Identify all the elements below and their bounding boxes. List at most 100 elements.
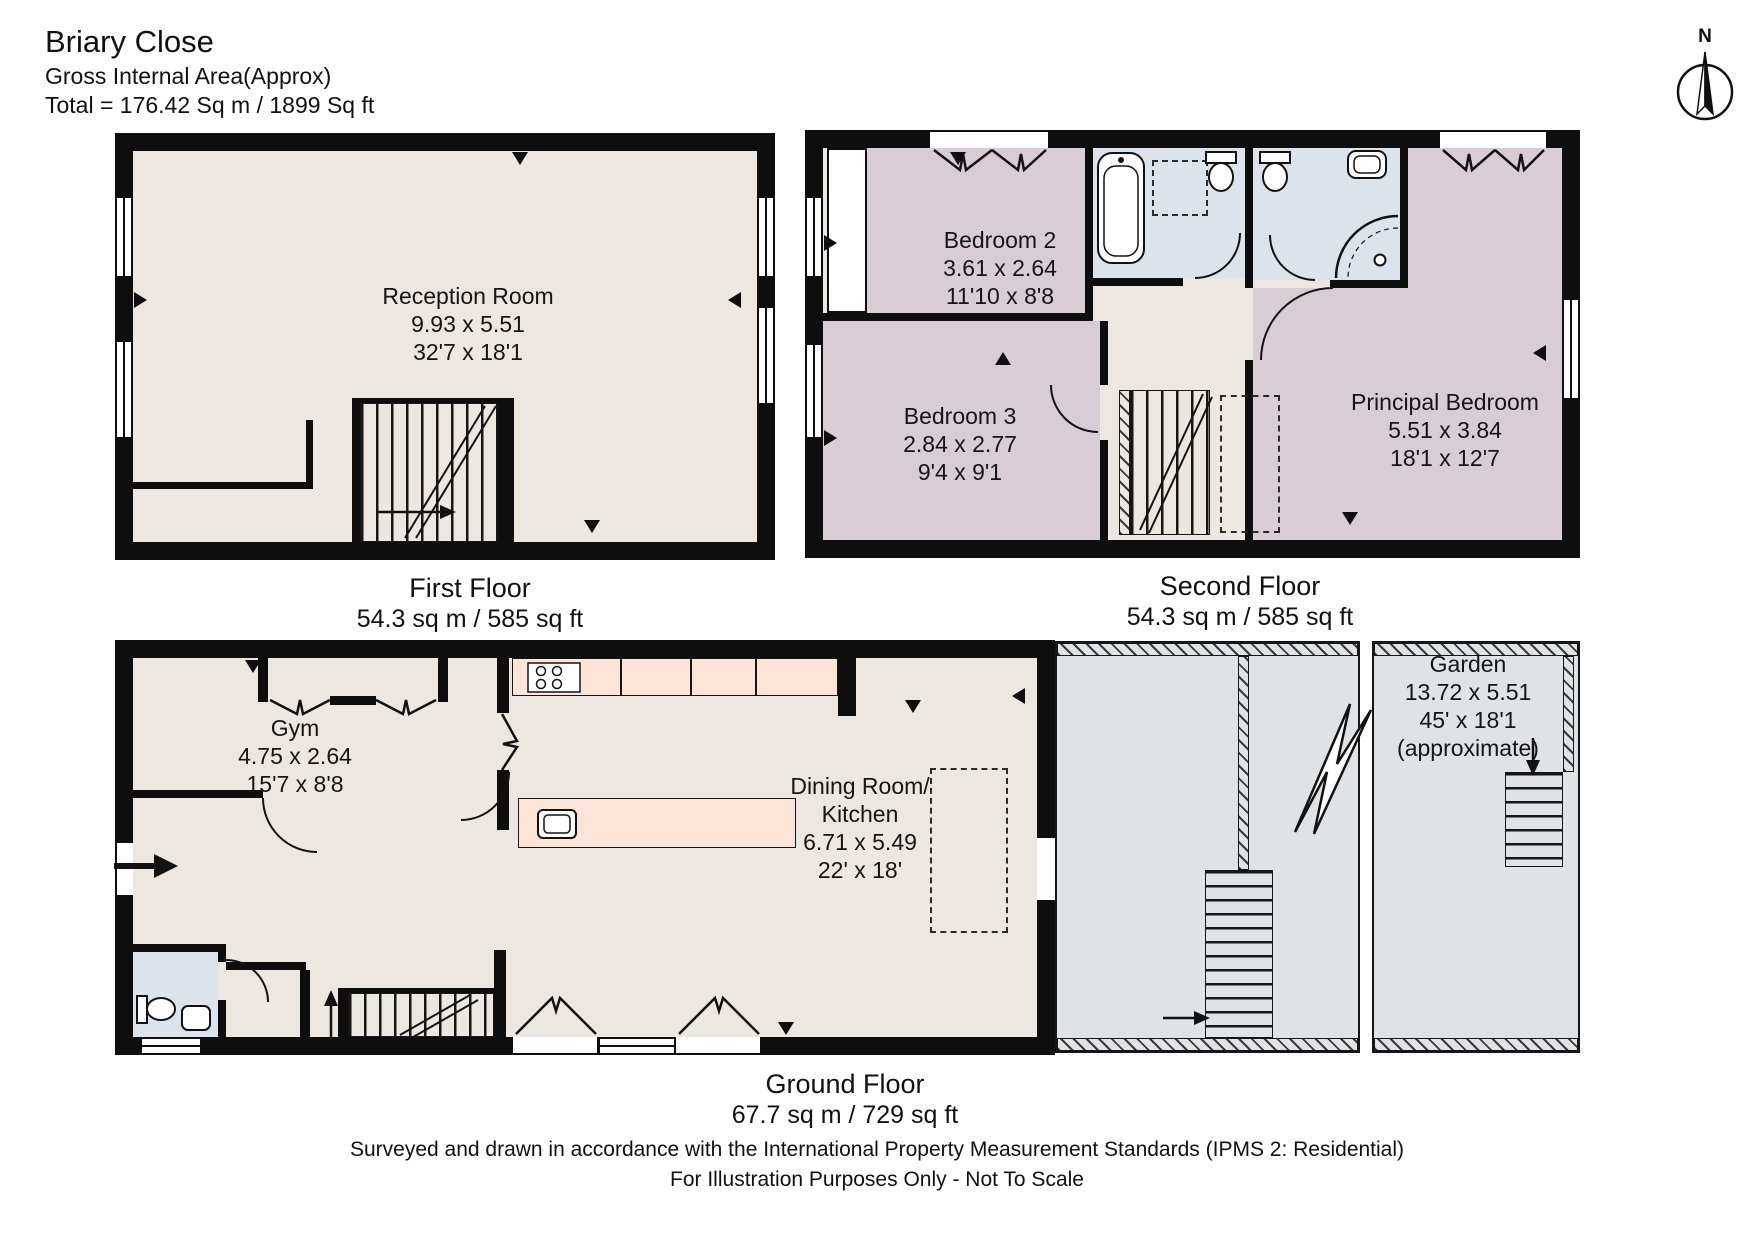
room-metric: 2.84 x 2.77	[903, 431, 1017, 457]
interior-wall	[1245, 360, 1253, 540]
interior-wall	[438, 658, 448, 702]
room-name: Bedroom 2	[943, 227, 1057, 253]
interior-wall	[306, 420, 313, 482]
page-title: Briary Close	[45, 24, 214, 59]
dashed-outline	[1152, 160, 1208, 216]
garden-edge-hatch	[1563, 656, 1574, 772]
floor-name: Ground Floor	[765, 1069, 925, 1099]
gym-label: Gym 4.75 x 2.64 15'7 x 8'8	[238, 714, 352, 798]
interior-wall	[497, 770, 509, 830]
decking-edge-hatch	[1057, 643, 1358, 656]
staircase	[1130, 390, 1210, 535]
decking-divider-hatch	[1238, 656, 1249, 870]
window-icon	[805, 198, 823, 276]
room-imperial: 32'7 x 18'1	[413, 339, 523, 365]
measure-arrow-icon	[1012, 688, 1025, 704]
dashed-outline	[1220, 395, 1280, 533]
stair-hatch	[1119, 390, 1130, 535]
window-icon	[1562, 300, 1580, 398]
room-metric: 5.51 x 3.84	[1388, 417, 1502, 443]
room-imperial: 22' x 18'	[817, 857, 903, 883]
kitchen-island	[518, 798, 796, 848]
interior-wall	[494, 950, 506, 1055]
interior-wall	[1400, 148, 1408, 288]
floor-area: 54.3 sq m / 585 sq ft	[1126, 603, 1354, 631]
window-icon	[600, 1037, 674, 1055]
interior-wall	[133, 790, 263, 798]
second-floor-caption: Second Floor 54.3 sq m / 585 sq ft	[1127, 570, 1354, 632]
interior-wall	[133, 482, 313, 489]
first-floor-caption: First Floor 54.3 sq m / 585 sq ft	[357, 572, 584, 634]
floor-area: 54.3 sq m / 585 sq ft	[356, 605, 584, 633]
floor-name: Second Floor	[1159, 571, 1321, 601]
bedroom2-label: Bedroom 2 3.61 x 2.64 11'10 x 8'8	[943, 226, 1057, 310]
decking-edge-hatch	[1057, 1038, 1358, 1051]
interior-wall	[1100, 321, 1108, 385]
window-icon	[115, 342, 133, 437]
interior-wall	[352, 398, 360, 542]
room-name: Reception Room	[382, 283, 554, 309]
total-area-value: Total = 176.42 Sq m / 1899 Sq ft	[45, 92, 375, 118]
measure-arrow-icon	[1342, 512, 1358, 525]
room-metric: 13.72 x 5.51	[1404, 679, 1532, 705]
measure-arrow-icon	[512, 152, 528, 165]
void-strip	[827, 148, 867, 313]
interior-wall	[133, 944, 226, 952]
door-opening	[1037, 838, 1055, 900]
garden-staircase	[1205, 870, 1273, 1038]
interior-wall	[348, 988, 494, 993]
interior-wall	[218, 1000, 226, 1037]
measure-arrow-icon	[778, 1022, 794, 1035]
measure-arrow-icon	[584, 520, 600, 533]
room-metric: 6.71 x 5.49	[803, 829, 917, 855]
gross-internal-area-label: Gross Internal Area(Approx)	[45, 63, 332, 89]
room-metric: 3.61 x 2.64	[943, 255, 1057, 281]
floor-area: 67.7 sq m / 729 sq ft	[731, 1101, 959, 1129]
entry-door-opening	[115, 843, 133, 895]
dining-kitchen-label: Dining Room/ Kitchen 6.71 x 5.49 22' x 1…	[790, 772, 929, 884]
interior-wall	[360, 398, 498, 403]
door-opening	[676, 1037, 760, 1055]
compass-north-label: N	[1698, 26, 1712, 47]
kitchen-counter	[512, 658, 838, 696]
principal-bedroom-label: Principal Bedroom 5.51 x 3.84 18'1 x 12'…	[1351, 388, 1539, 472]
footer-disclaimer-2: For Illustration Purposes Only - Not To …	[670, 1168, 1084, 1191]
interior-wall	[218, 944, 226, 962]
room-principal-bedroom	[1408, 148, 1562, 540]
room-name: Bedroom 3	[903, 403, 1017, 429]
footer-disclaimer-1: Surveyed and drawn in accordance with th…	[349, 1138, 1405, 1161]
garden-edge-hatch	[1374, 1038, 1578, 1051]
window-icon	[757, 198, 775, 276]
measure-arrow-icon	[245, 660, 261, 673]
room-metric: 4.75 x 2.64	[238, 743, 352, 769]
measure-arrow-icon	[950, 152, 966, 165]
bedroom3-label: Bedroom 3 2.84 x 2.77 9'4 x 9'1	[903, 402, 1017, 486]
room-metric: 9.93 x 5.51	[411, 311, 525, 337]
room-name: Kitchen	[821, 801, 899, 827]
interior-wall	[338, 988, 348, 1055]
room-imperial: 11'10 x 8'8	[945, 283, 1055, 309]
interior-wall	[823, 313, 1085, 321]
counter-divider	[620, 658, 622, 696]
interior-wall	[497, 658, 509, 713]
interior-wall	[330, 696, 376, 705]
staircase	[348, 993, 494, 1037]
room-wc	[133, 952, 218, 1037]
interior-wall	[1330, 280, 1408, 288]
room-name: Dining Room/	[790, 773, 930, 799]
interior-wall	[1085, 148, 1093, 321]
room-imperial: 9'4 x 9'1	[917, 459, 1003, 485]
measure-arrow-icon	[1533, 345, 1546, 361]
garden-edge-hatch	[1374, 643, 1578, 656]
garden-staircase	[1505, 772, 1563, 867]
measure-arrow-icon	[824, 430, 837, 446]
garden-label: Garden 13.72 x 5.51 45' x 18'1 (approxim…	[1397, 650, 1539, 762]
room-imperial: 18'1 x 12'7	[1390, 445, 1500, 471]
measure-arrow-icon	[824, 235, 837, 251]
interior-wall	[838, 658, 856, 716]
measure-arrow-icon	[728, 292, 741, 308]
interior-wall	[226, 962, 306, 970]
room-note: (approximate)	[1397, 735, 1539, 761]
measure-arrow-icon	[905, 700, 921, 713]
